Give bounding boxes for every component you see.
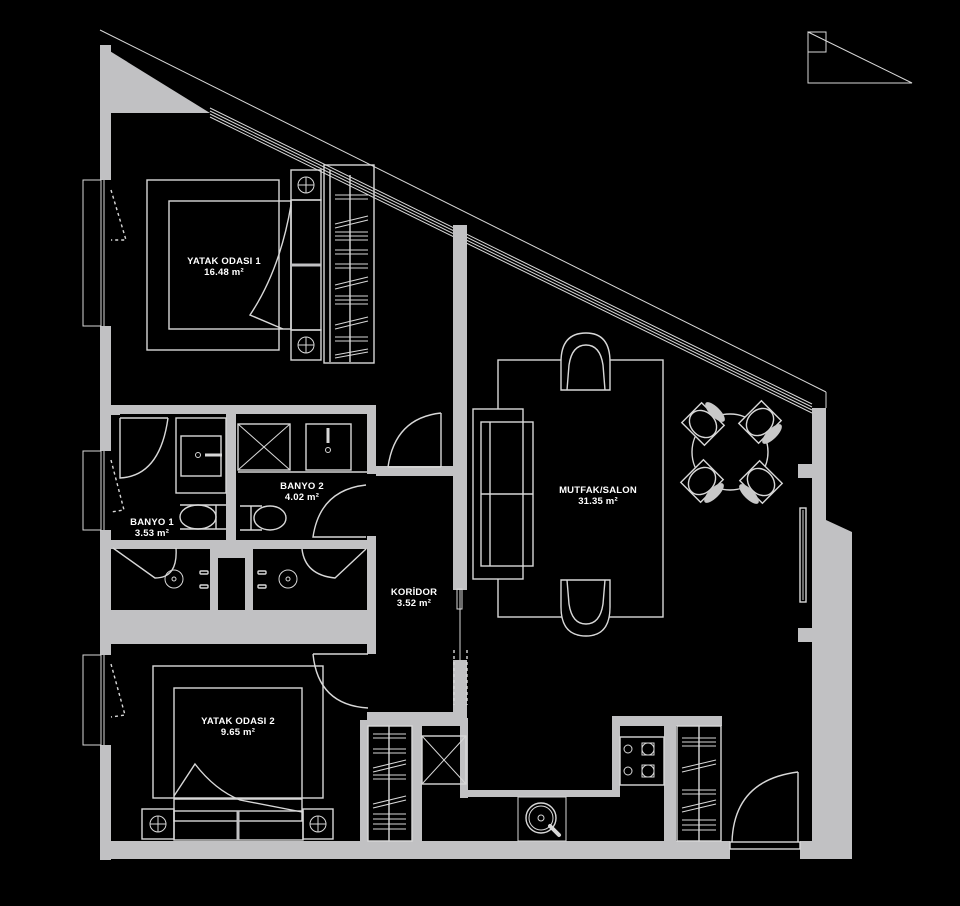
right-window [799, 507, 807, 603]
kitchen-sink [517, 796, 567, 842]
room-label-mutfak-salon: MUTFAK/SALON 31.35 m² [559, 485, 637, 507]
left-windows [82, 179, 127, 746]
room-name: YATAK ODASI 1 [187, 256, 261, 267]
cooktop [619, 736, 665, 786]
bathroom1-fixtures [112, 417, 227, 589]
room-name: YATAK ODASI 2 [201, 716, 275, 727]
armchairs [560, 332, 611, 637]
corridor-wardrobe [367, 725, 413, 842]
diagonal-facade [99, 29, 827, 414]
kitchen-wardrobe [676, 725, 722, 842]
room-name: KORİDOR [390, 587, 438, 598]
room-area: 31.35 m² [578, 496, 618, 507]
room-label-yatak-odasi-2: YATAK ODASI 2 9.65 m² [201, 716, 275, 738]
room-area: 4.02 m² [284, 492, 320, 503]
room-label-banyo-2: BANYO 2 4.02 m² [280, 481, 324, 503]
room-area: 16.48 m² [204, 267, 244, 278]
room-label-koridor: KORİDOR 3.52 m² [391, 587, 437, 609]
key-plan-triangle-icon [807, 31, 913, 84]
room-name: BANYO 2 [280, 481, 324, 492]
bedroom2-bed [141, 665, 334, 841]
entrance-door-corridor [387, 412, 468, 705]
room-name: BANYO 1 [130, 517, 174, 528]
fridge [421, 735, 467, 785]
sofa [472, 408, 534, 580]
room-label-yatak-odasi-1: YATAK ODASI 1 16.48 m² [187, 256, 261, 278]
room-area: 3.52 m² [396, 598, 432, 609]
interior-walls [111, 225, 722, 844]
dining-table [679, 399, 784, 505]
room-label-banyo-1: BANYO 1 3.53 m² [130, 517, 174, 539]
room-name: MUTFAK/SALON [559, 485, 637, 496]
room-area: 3.53 m² [134, 528, 170, 539]
bathroom2-fixtures [237, 423, 367, 589]
exterior-walls [100, 45, 852, 860]
bedroom1-bed [146, 169, 322, 361]
bedroom2-door [312, 653, 369, 709]
bedroom1-wardrobe [323, 164, 375, 364]
room-area: 9.65 m² [220, 727, 256, 738]
main-entrance-door [729, 771, 801, 850]
